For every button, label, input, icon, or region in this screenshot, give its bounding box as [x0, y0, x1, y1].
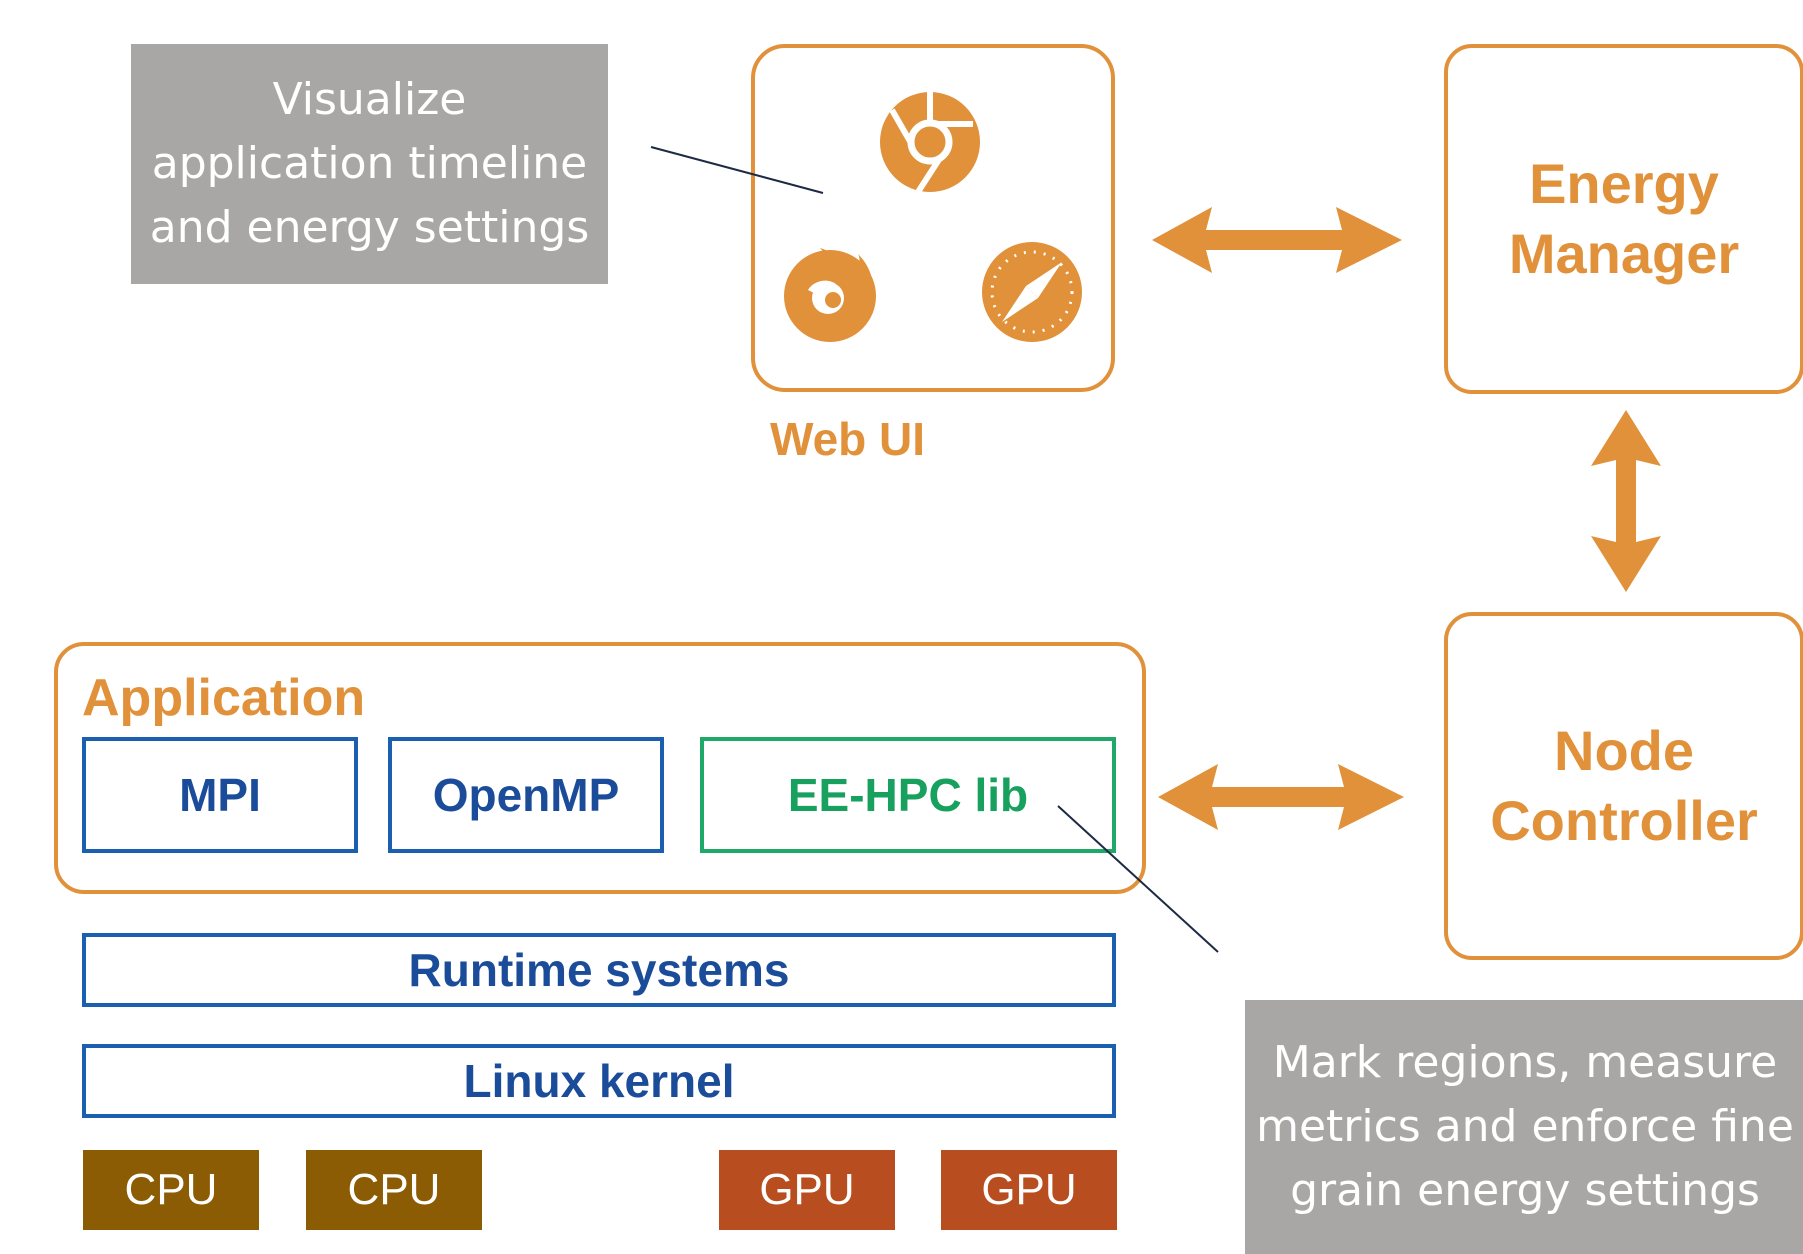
energy-manager-line: Energy [1529, 152, 1719, 215]
callout-line: and energy settings [149, 202, 590, 253]
bidirectional-arrow [1591, 410, 1661, 592]
node-controller-line: Controller [1490, 789, 1758, 852]
web-ui-callout: Visualize application timeline and energ… [131, 44, 608, 284]
ee-hpc-lib-module: EE-HPC lib [700, 737, 1116, 853]
openmp-module: OpenMP [388, 737, 664, 853]
cpu-chip: CPU [306, 1150, 482, 1230]
leader-line [1057, 805, 1219, 953]
leader-line [650, 146, 824, 194]
cpu-chip: CPU [83, 1150, 259, 1230]
ee-hpc-lib-callout: Mark regions, measure metrics and enforc… [1245, 1000, 1803, 1254]
gpu-chip: GPU [719, 1150, 895, 1230]
callout-line: application timeline [151, 138, 588, 189]
web-ui-box [751, 44, 1115, 392]
node-controller-box: Node Controller [1444, 612, 1803, 960]
callout-line: Visualize [272, 74, 467, 125]
web-ui-label: Web UI [770, 413, 926, 465]
bidirectional-arrow [1152, 207, 1402, 273]
mpi-module: MPI [82, 737, 358, 853]
energy-manager-box: Energy Manager [1444, 44, 1803, 394]
application-box [54, 642, 1146, 894]
safari-icon [982, 242, 1082, 342]
runtime-systems-layer: Runtime systems [82, 933, 1116, 1007]
ee-hpc-lib-label: EE-HPC lib [787, 769, 1029, 821]
callout-line: grain energy settings [1290, 1165, 1760, 1216]
node-controller-line: Node [1554, 719, 1694, 782]
firefox-icon [784, 248, 876, 342]
application-label: Application [82, 669, 366, 727]
energy-manager-line: Manager [1508, 222, 1740, 285]
gpu-chip: GPU [941, 1150, 1117, 1230]
linux-kernel-layer: Linux kernel [82, 1044, 1116, 1118]
callout-line: metrics and enforce fine [1256, 1101, 1794, 1152]
bidirectional-arrow [1158, 764, 1404, 830]
chrome-icon [880, 92, 980, 194]
callout-line: Mark regions, measure [1272, 1037, 1778, 1088]
